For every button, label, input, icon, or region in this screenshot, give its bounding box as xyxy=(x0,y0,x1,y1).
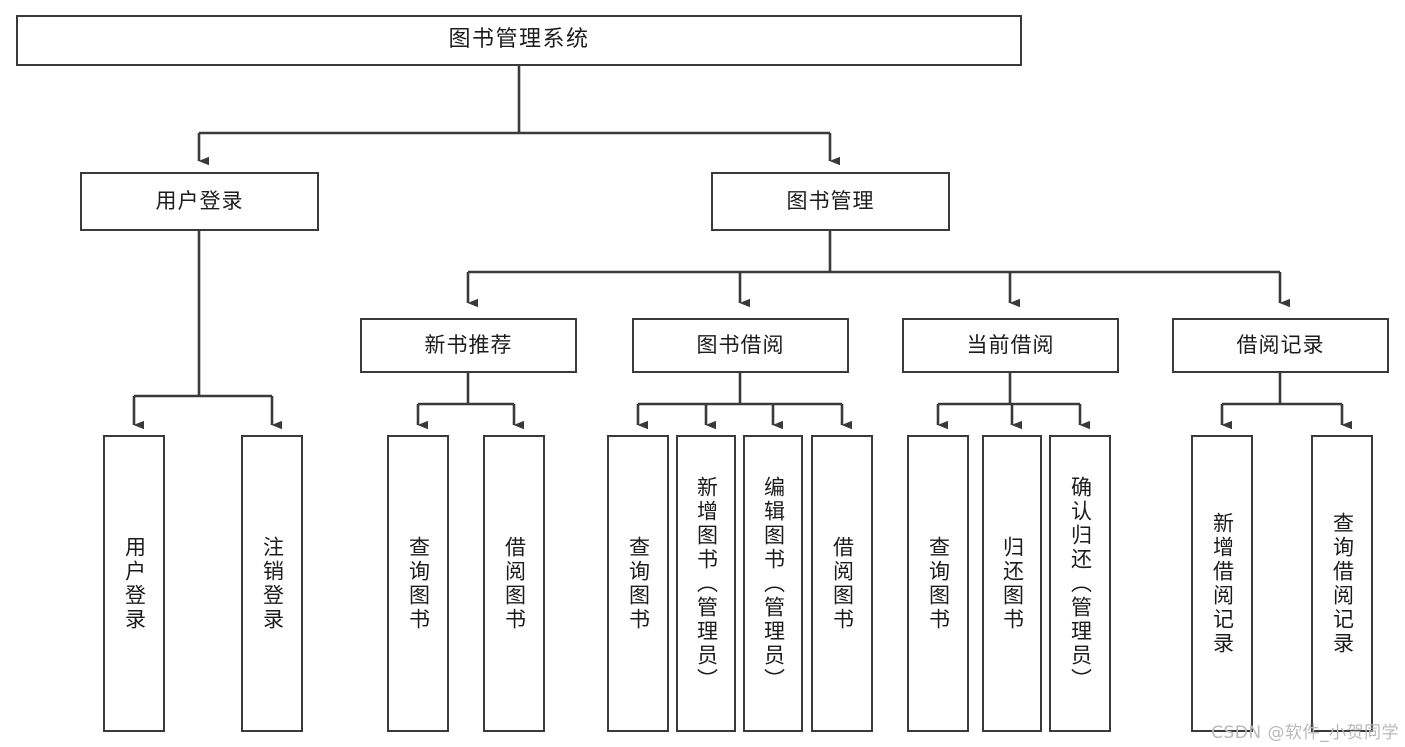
node-leaf-query-record[interactable]: 查询借阅记录 xyxy=(1311,435,1373,732)
node-label: 图书借阅 xyxy=(696,333,785,358)
node-leaf-user-login[interactable]: 用户登录 xyxy=(103,435,165,732)
node-book-borrow[interactable]: 图书借阅 xyxy=(632,318,849,373)
node-label: 用户登录 xyxy=(122,535,147,632)
node-current-borrow[interactable]: 当前借阅 xyxy=(902,318,1119,373)
node-borrow-record[interactable]: 借阅记录 xyxy=(1172,318,1389,373)
node-label: 当前借阅 xyxy=(966,333,1055,358)
node-label: 归还图书 xyxy=(1000,535,1025,632)
node-label: 借阅记录 xyxy=(1236,333,1325,358)
node-label: 查询图书 xyxy=(926,535,951,632)
node-leaf-confirm-return[interactable]: 确认归还（管理员） xyxy=(1049,435,1111,732)
node-label: 用户登录 xyxy=(155,189,244,214)
node-label: 新增图书（管理员） xyxy=(694,475,719,692)
node-leaf-logout[interactable]: 注销登录 xyxy=(241,435,303,732)
node-label: 新书推荐 xyxy=(424,333,513,358)
node-label: 确认归还（管理员） xyxy=(1068,475,1093,692)
node-leaf-query-book-2[interactable]: 查询图书 xyxy=(607,435,669,732)
node-label: 查询借阅记录 xyxy=(1330,511,1355,656)
node-leaf-add-book[interactable]: 新增图书（管理员） xyxy=(676,435,736,732)
node-leaf-borrow-book-1[interactable]: 借阅图书 xyxy=(483,435,545,732)
node-user-login[interactable]: 用户登录 xyxy=(80,172,319,231)
node-label: 图书管理 xyxy=(786,189,875,214)
node-label: 借阅图书 xyxy=(830,535,855,632)
node-leaf-return-book[interactable]: 归还图书 xyxy=(982,435,1042,732)
node-label: 借阅图书 xyxy=(502,535,527,632)
node-label: 查询图书 xyxy=(626,535,651,632)
node-new-book-recommend[interactable]: 新书推荐 xyxy=(360,318,577,373)
csdn-watermark: CSDN @软件_小贺同学 xyxy=(1211,723,1399,743)
node-leaf-query-book-1[interactable]: 查询图书 xyxy=(387,435,449,732)
node-leaf-query-book-3[interactable]: 查询图书 xyxy=(907,435,969,732)
node-label: 图书管理系统 xyxy=(448,27,590,53)
node-label: 查询图书 xyxy=(406,535,431,632)
node-leaf-edit-book[interactable]: 编辑图书（管理员） xyxy=(743,435,803,732)
node-label: 新增借阅记录 xyxy=(1210,511,1235,656)
node-label: 编辑图书（管理员） xyxy=(761,475,786,692)
node-book-manage[interactable]: 图书管理 xyxy=(711,172,950,231)
node-leaf-add-record[interactable]: 新增借阅记录 xyxy=(1191,435,1253,732)
node-root-book-management-system[interactable]: 图书管理系统 xyxy=(16,15,1022,66)
node-leaf-borrow-book-2[interactable]: 借阅图书 xyxy=(811,435,873,732)
node-label: 注销登录 xyxy=(260,535,285,632)
